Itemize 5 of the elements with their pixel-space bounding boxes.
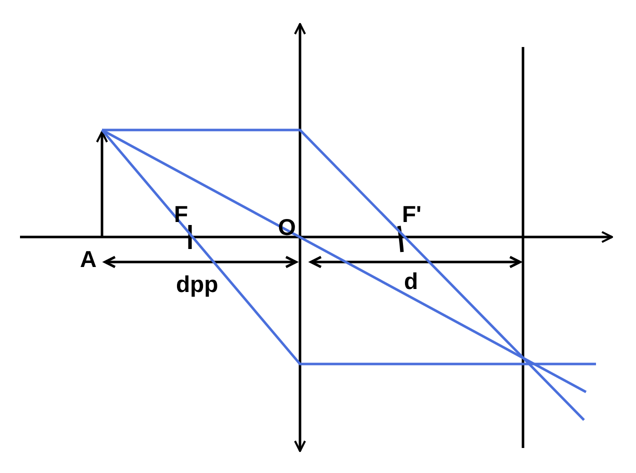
dimension-label: d	[404, 270, 418, 293]
dimension-label: dpp	[176, 273, 218, 296]
point-label: F'	[402, 203, 422, 226]
point-label: A	[80, 248, 97, 271]
point-label: F	[174, 203, 188, 226]
